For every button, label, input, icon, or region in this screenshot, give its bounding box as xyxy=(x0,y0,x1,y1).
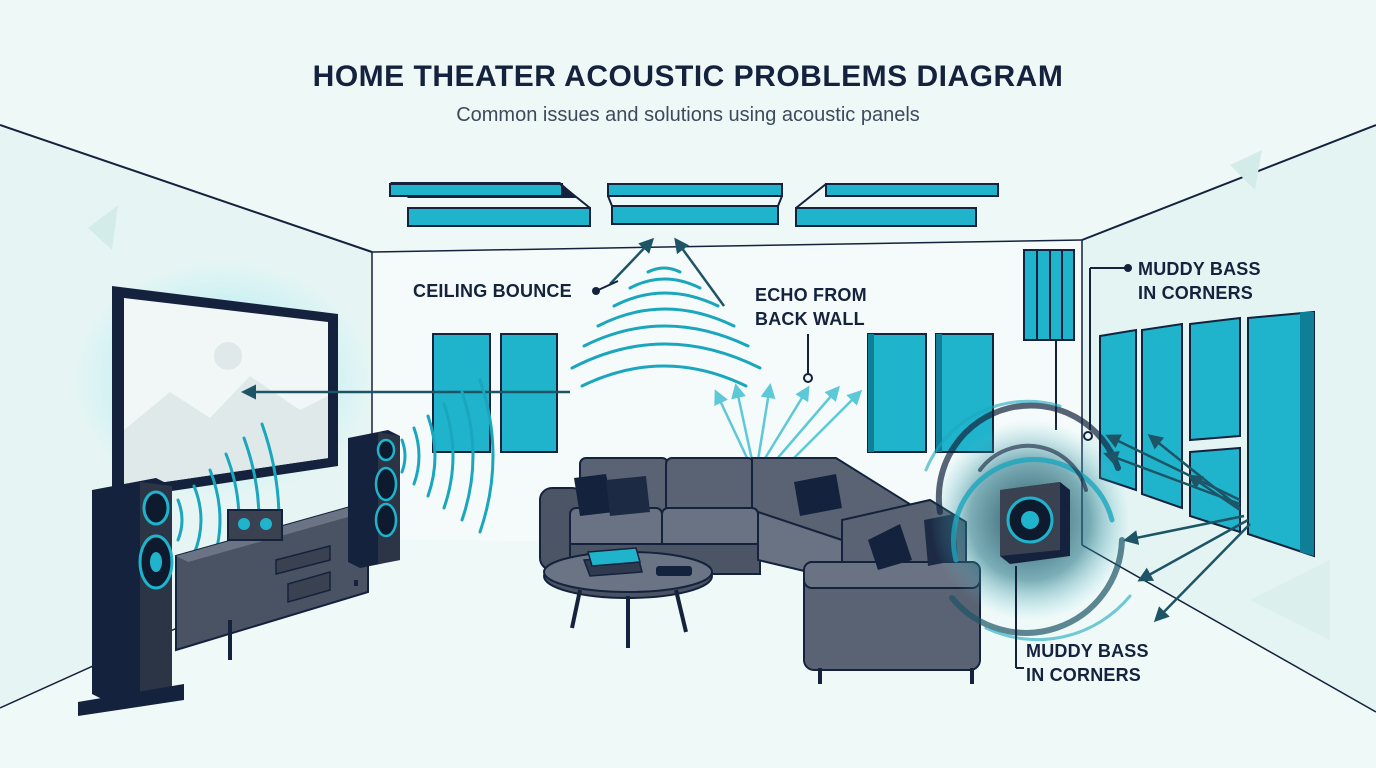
ceiling-bounce-dot xyxy=(592,287,600,295)
callout-muddy-bass-bottom: MUDDY BASS IN CORNERS xyxy=(1026,639,1149,687)
sound-wave-icon xyxy=(570,266,762,388)
callout-echo-back-wall: ECHO FROM BACK WALL xyxy=(755,283,867,331)
side-wall-panels xyxy=(1099,310,1315,558)
coffee-table-icon xyxy=(543,547,713,648)
acoustic-panel-icon xyxy=(389,182,591,227)
ceiling-bounce-leader xyxy=(595,280,619,292)
muddy-bass-top-leader xyxy=(1089,264,1132,430)
diagram-subtitle: Common issues and solutions using acoust… xyxy=(456,104,920,126)
echo-dot xyxy=(803,373,813,383)
callout-echo-line1: ECHO FROM xyxy=(755,285,867,305)
tv-icon xyxy=(112,286,338,500)
acoustic-panel-icon xyxy=(795,183,999,227)
ceiling-panels xyxy=(389,182,999,227)
tv-stand xyxy=(175,500,380,660)
callout-muddy-bass-bottom-line1: MUDDY BASS xyxy=(1026,641,1149,661)
speaker-icon xyxy=(78,478,184,716)
ceiling-bounce-arrows xyxy=(609,237,726,307)
speaker-icon xyxy=(348,430,400,568)
echo-arrows xyxy=(714,383,863,461)
sound-wave-icon xyxy=(400,378,495,534)
diagram-title: HOME THEATER ACOUSTIC PROBLEMS DIAGRAM xyxy=(312,60,1064,93)
callout-ceiling-bounce: CEILING BOUNCE xyxy=(413,281,572,301)
callout-muddy-bass-bottom-line2: IN CORNERS xyxy=(1026,665,1142,685)
callout-muddy-bass-top-line1: MUDDY BASS xyxy=(1138,259,1261,279)
subwoofer-icon xyxy=(1000,482,1070,564)
corner-bass-traps xyxy=(1023,249,1093,441)
acoustic-panel-icon xyxy=(607,183,783,225)
bass-arrows xyxy=(1103,434,1251,623)
callout-muddy-bass-top-line2: IN CORNERS xyxy=(1138,283,1254,303)
callout-echo-line2: BACK WALL xyxy=(755,309,865,329)
muddy-bass-bottom-leader xyxy=(1015,566,1024,669)
callout-muddy-bass-top: MUDDY BASS IN CORNERS xyxy=(1138,257,1261,305)
